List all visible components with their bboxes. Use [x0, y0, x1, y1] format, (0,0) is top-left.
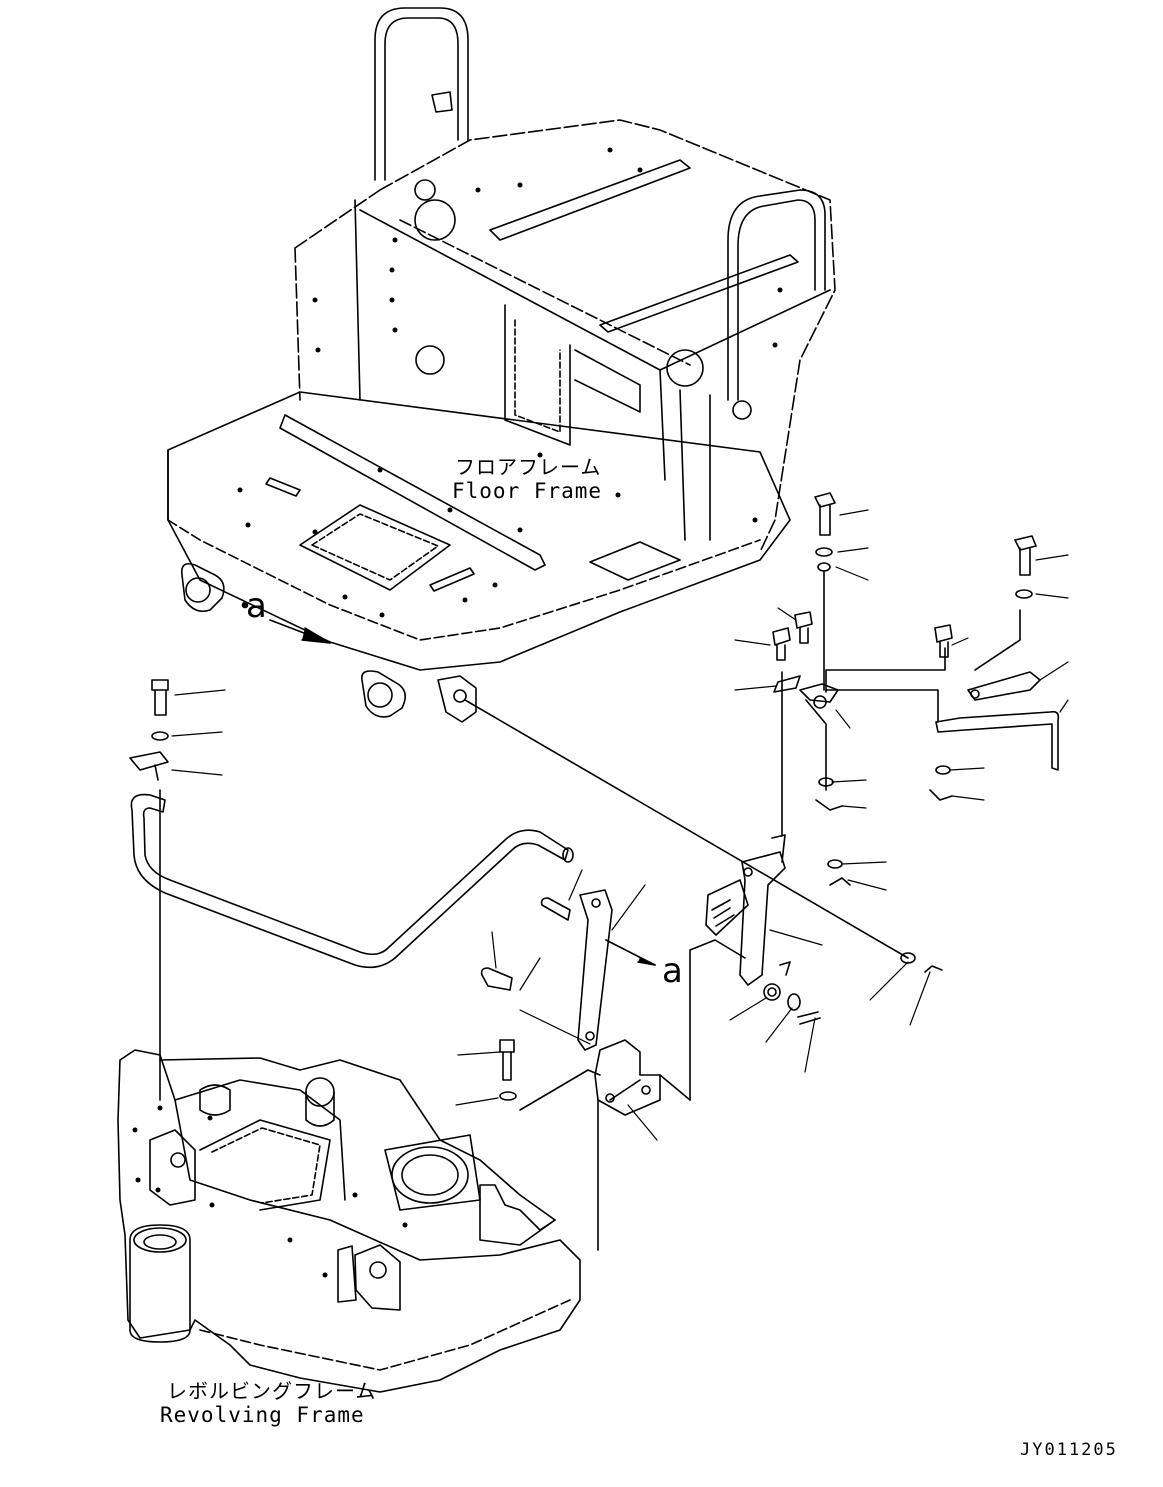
- linkage-parts: [129, 492, 1060, 1251]
- revolving-frame-label-ja: レボルビングフレーム: [167, 1379, 377, 1403]
- floor-frame-label-ja: フロアフレーム: [455, 455, 602, 479]
- floor-frame-label-en: Floor Frame: [452, 479, 603, 503]
- leader-lines: [171, 509, 1069, 1141]
- revolving-frame-drawing: [117, 1049, 581, 1393]
- drawing-code: JY011205: [1020, 1440, 1118, 1460]
- revolving-frame-label-en: Revolving Frame: [160, 1403, 365, 1427]
- view-callout-a-mid: a: [662, 951, 683, 991]
- floor-frame-drawing: [167, 7, 836, 723]
- view-callout-a-top: a: [246, 586, 267, 626]
